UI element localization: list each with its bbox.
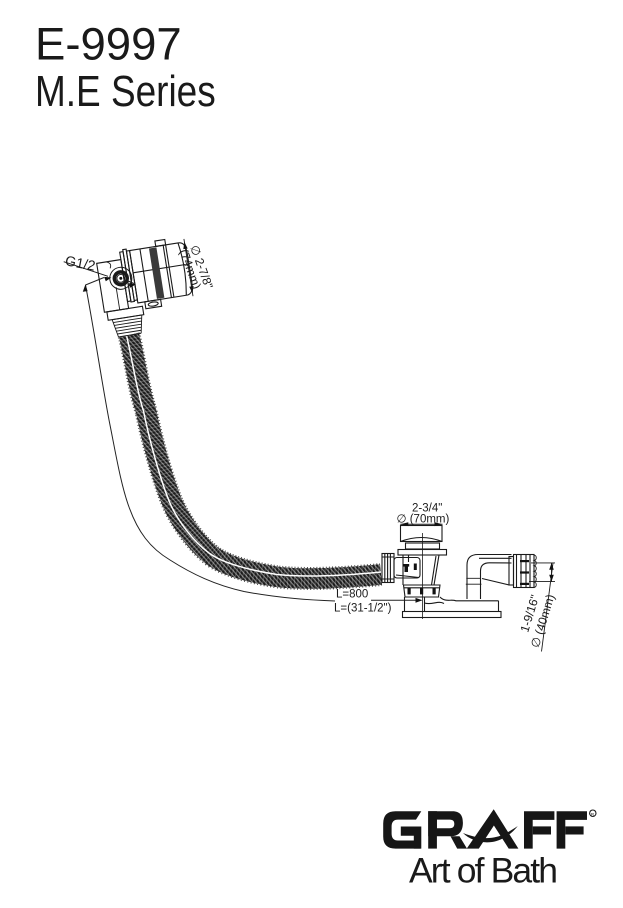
svg-text:L=(31-1/2"): L=(31-1/2"): [334, 603, 392, 615]
svg-text:2-3/4": 2-3/4": [412, 503, 442, 515]
svg-text:∅ (70mm): ∅ (70mm): [397, 514, 450, 526]
svg-text:E-9997: E-9997: [35, 19, 182, 70]
svg-text:R: R: [591, 812, 595, 817]
svg-text:Art of Bath: Art of Bath: [409, 851, 558, 891]
svg-text:L=800: L=800: [336, 589, 368, 601]
svg-text:M.E Series: M.E Series: [35, 66, 216, 116]
svg-text:G1/2: G1/2: [64, 252, 97, 274]
